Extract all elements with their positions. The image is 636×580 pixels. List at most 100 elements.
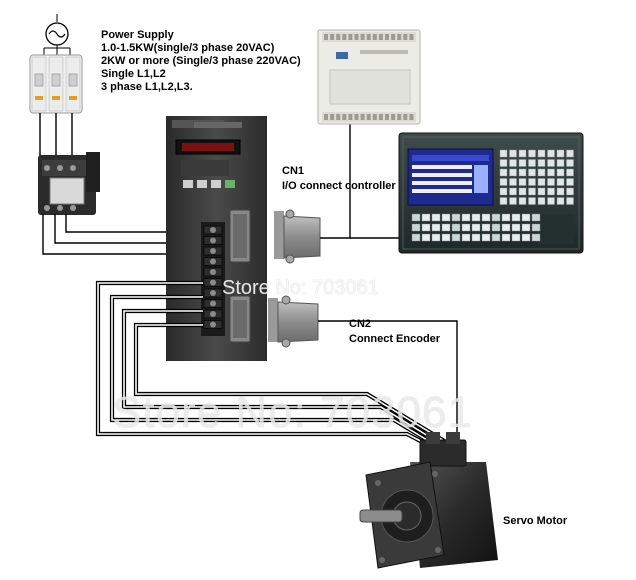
cnc-key (511, 213, 521, 222)
cnc-key (521, 233, 531, 242)
cnc-key (471, 213, 481, 222)
terminal-screw (210, 258, 216, 265)
cnc-key (481, 213, 491, 222)
cnc-key (491, 233, 501, 242)
wires-power-to-drive (42, 214, 203, 255)
cnc-key (537, 187, 546, 196)
plc-pin (391, 34, 396, 40)
wires-breaker-to-contactor (39, 113, 73, 158)
cnc-key (566, 159, 574, 167)
terminal-screw (210, 311, 216, 317)
cnc-keypad (411, 149, 574, 242)
cnc-key (531, 223, 541, 232)
cnc-key (518, 159, 527, 167)
cnc-key (421, 213, 431, 222)
cnc-key (499, 149, 508, 158)
cnc-key (518, 197, 527, 205)
cnc-key (537, 178, 546, 186)
cnc-key (451, 223, 461, 232)
plc-pin (366, 34, 371, 40)
cnc-key (556, 178, 565, 186)
plc-controller (317, 29, 421, 125)
cnc-key (547, 168, 555, 177)
cn2-subtitle: Connect Encoder (349, 333, 441, 345)
cnc-key (556, 168, 565, 177)
cnc-key (421, 223, 431, 232)
power-supply-title: Power Supply (101, 29, 174, 41)
terminal-screw (210, 279, 216, 286)
servo-motor (359, 432, 498, 569)
cnc-key (491, 213, 501, 222)
cnc-key (509, 178, 517, 186)
cn1-subtitle: I/O connect controller (282, 180, 396, 192)
plc-pin (409, 34, 414, 40)
cnc-key (528, 197, 536, 205)
cnc-key (566, 178, 574, 186)
plc-pin (330, 114, 335, 120)
plc-pin (391, 114, 396, 120)
plc-pin (385, 34, 389, 40)
cnc-key (556, 187, 565, 196)
cnc-key (461, 213, 471, 222)
plc-pin (324, 34, 328, 40)
cnc-key (451, 233, 461, 242)
plc-pin (324, 114, 328, 120)
cn2-label: CN2 Connect Encoder (349, 317, 440, 347)
watermark-small: Store No: 703061 (222, 277, 379, 299)
cnc-key (491, 223, 501, 232)
cnc-key (471, 223, 481, 232)
cn1-label: CN1 I/O connect controller (282, 164, 396, 194)
plc-pin (385, 114, 389, 120)
cn2-plug (268, 295, 319, 348)
cnc-key (471, 233, 481, 242)
terminal-screw (210, 321, 216, 328)
cnc-controller (398, 132, 584, 254)
plc-terminals (324, 34, 414, 120)
cnc-key (441, 223, 451, 232)
cnc-key (556, 159, 565, 167)
cnc-key (431, 223, 441, 232)
cnc-key (431, 233, 441, 242)
cnc-key (547, 187, 555, 196)
cnc-key (528, 187, 536, 196)
cn1-plug (274, 209, 321, 264)
cnc-key (528, 168, 536, 177)
circuit-breaker (29, 54, 83, 114)
cnc-key (441, 233, 451, 242)
terminal-screw (210, 290, 216, 296)
cnc-key (509, 197, 517, 205)
cnc-key (528, 149, 536, 158)
cnc-key (411, 233, 421, 242)
power-supply-rating-large: 2KW or more (Single/3 phase 220VAC) (101, 55, 301, 67)
cnc-key (566, 168, 574, 177)
cnc-key (421, 233, 431, 242)
cn1-title: CN1 (282, 165, 305, 177)
cnc-key (511, 233, 521, 242)
cnc-key (499, 159, 508, 167)
cnc-key (556, 149, 565, 158)
cnc-key (509, 149, 517, 158)
cnc-key (509, 168, 517, 177)
cnc-key (481, 223, 491, 232)
power-supply-single-phase: Single L1,L2 (101, 68, 166, 80)
cnc-key (461, 223, 471, 232)
plc-pin (360, 34, 365, 40)
cnc-key (521, 213, 531, 222)
power-supply-rating-small: 1.0-1.5KW(single/3 phase 20VAC) (101, 42, 275, 54)
terminal-screw (210, 248, 216, 254)
plc-pin (336, 114, 341, 120)
plc-pin (342, 34, 347, 40)
plc-pin (403, 114, 408, 120)
terminal-screw (210, 300, 216, 307)
power-supply-three-phase: 3 phase L1,L2,L3. (101, 81, 193, 93)
plc-pin (372, 114, 377, 120)
cnc-key (499, 187, 508, 196)
cnc-key (518, 187, 527, 196)
cnc-key (461, 233, 471, 242)
cn2-title: CN2 (349, 318, 372, 330)
terminal-screw (210, 269, 216, 275)
cnc-key (431, 213, 441, 222)
cnc-key (499, 178, 508, 186)
cnc-key (528, 178, 536, 186)
